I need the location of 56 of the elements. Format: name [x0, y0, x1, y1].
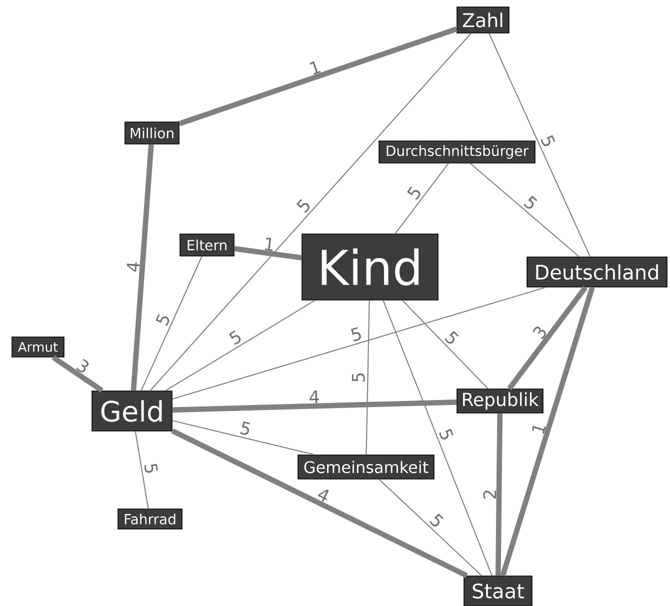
word-box: Fahrrad — [118, 508, 182, 530]
connector-line — [394, 163, 449, 234]
word-box: Armut — [12, 336, 64, 358]
word-box: Gemeinsamkeit — [298, 454, 434, 480]
word-box: Deutschland — [526, 256, 668, 288]
connector-line — [171, 428, 468, 578]
word-box: Staat — [464, 576, 532, 606]
connector-line — [130, 144, 154, 391]
connector-line — [488, 33, 591, 257]
connector-line — [134, 431, 149, 509]
connector-line — [172, 400, 457, 413]
connector-line — [470, 163, 580, 257]
connector-line — [52, 355, 104, 393]
word-box: Geld — [92, 390, 172, 432]
edge-label: 5 — [144, 464, 158, 473]
edge-label: 5 — [156, 314, 170, 326]
connector-line — [172, 420, 314, 456]
word-box: Kind — [302, 234, 438, 300]
edge-label: 5 — [541, 135, 556, 146]
edge-label: 1 — [265, 238, 272, 251]
edge-label: 5 — [524, 196, 538, 209]
edge-label: 5 — [439, 428, 454, 440]
connector-line — [366, 300, 370, 455]
edge-label: 2 — [483, 490, 496, 499]
word-box: Durchschnittsbürger — [378, 140, 536, 164]
connector-line — [507, 286, 588, 390]
edge-label: 5 — [350, 327, 361, 342]
connector-line — [172, 286, 546, 400]
word-box: Republik — [456, 388, 544, 414]
edge-label: 5 — [296, 199, 310, 213]
edge-label: 3 — [76, 359, 89, 372]
edge-label: 3 — [532, 326, 546, 340]
connector-line — [178, 26, 458, 126]
connector-line — [140, 256, 202, 391]
connector-line — [500, 286, 595, 576]
edge-label: 5 — [444, 330, 459, 344]
edge-label: 4 — [318, 490, 329, 502]
connector-line — [150, 33, 472, 391]
connector-line — [165, 300, 316, 392]
connector-line — [402, 300, 488, 389]
connector-line — [496, 413, 503, 576]
edge-label: 5 — [430, 514, 444, 526]
word-box: Eltern — [180, 234, 234, 256]
edge-label: 1 — [532, 426, 546, 434]
edge-label: 5 — [228, 330, 241, 345]
word-box: Zahl — [456, 6, 510, 34]
connector-line — [378, 479, 482, 576]
edge-label: 5 — [352, 373, 365, 382]
edge-label: 5 — [407, 186, 420, 200]
connector-line — [382, 300, 492, 576]
edge-label: 4 — [310, 390, 319, 404]
edge-label: 4 — [126, 262, 140, 272]
edge-label: 5 — [240, 421, 250, 435]
word-box: Million — [124, 122, 180, 144]
edge-label: 1 — [310, 61, 321, 75]
connector-line — [234, 246, 302, 260]
